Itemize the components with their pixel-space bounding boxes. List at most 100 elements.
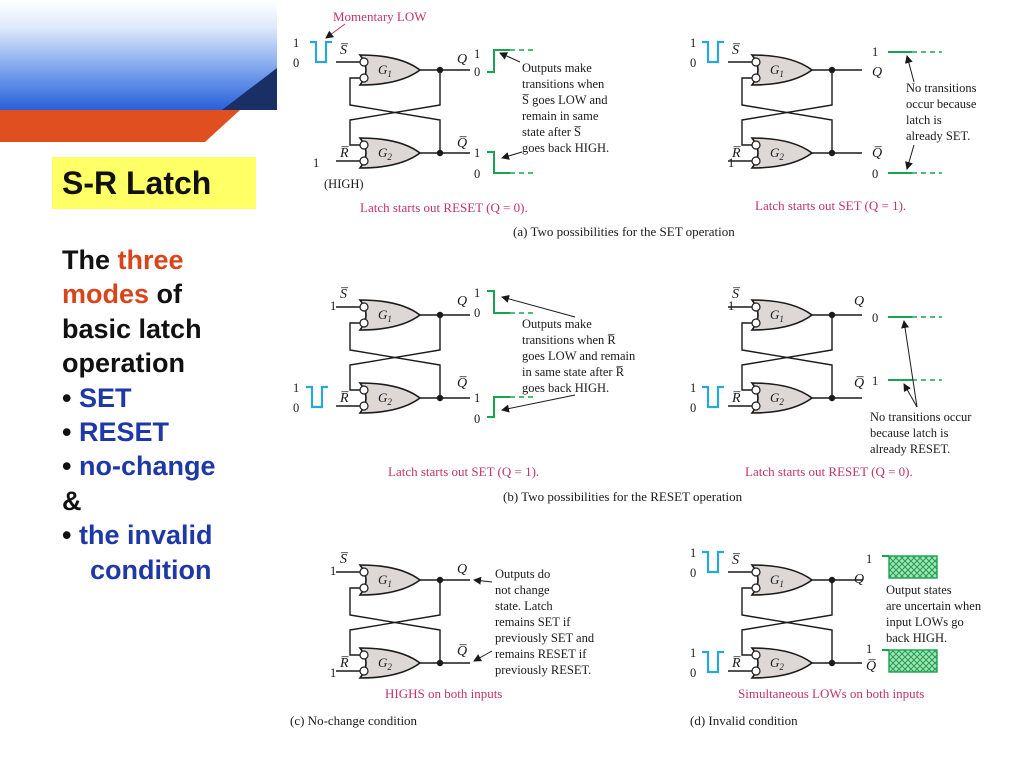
- svg-text:1: 1: [330, 666, 336, 680]
- svg-text:1: 1: [330, 299, 336, 313]
- caption-d: Simultaneous LOWs on both inputs: [738, 686, 924, 701]
- latch-a-right: 1 0 S̅ R̅ 1 G1 G2 Q Q̅ 1 0 No transition…: [690, 36, 980, 213]
- svg-text:1: 1: [872, 45, 878, 59]
- svg-text:1: 1: [690, 36, 696, 50]
- svg-text:0: 0: [690, 401, 696, 415]
- note-a-left: Outputs make transitions when S̅ goes LO…: [522, 61, 611, 155]
- title-d: (d) Invalid condition: [690, 713, 798, 728]
- note-c: Outputs do not change state. Latch remai…: [495, 567, 597, 677]
- svg-text:1: 1: [728, 156, 734, 170]
- svg-text:1: 1: [690, 546, 696, 560]
- level-0: 0: [474, 167, 480, 181]
- title-c: (c) No-change condition: [290, 713, 418, 728]
- svg-text:R̅: R̅: [731, 391, 741, 406]
- svg-text:0: 0: [690, 56, 696, 70]
- caption-a-right: Latch starts out SET (Q = 1).: [755, 198, 906, 213]
- svg-text:1: 1: [690, 646, 696, 660]
- level-1: 1: [474, 47, 480, 61]
- svg-text:1: 1: [474, 286, 480, 300]
- svg-text:1: 1: [872, 374, 878, 388]
- svg-text:Q: Q: [872, 65, 882, 80]
- momentary-low-label: Momentary LOW: [333, 9, 427, 24]
- caption-b-left: Latch starts out SET (Q = 1).: [388, 464, 539, 479]
- svg-text:R̅: R̅: [731, 656, 741, 671]
- uncertain-q: [888, 555, 938, 579]
- svg-text:G2: G2: [770, 145, 784, 162]
- mode-set: SET: [78, 382, 132, 413]
- svg-text:1: 1: [474, 391, 480, 405]
- level-0: 0: [474, 65, 480, 79]
- svg-text:0: 0: [690, 566, 696, 580]
- text-of: of: [149, 279, 183, 310]
- title-a: (a) Two possibilities for the SET operat…: [513, 224, 735, 239]
- svg-text:0: 0: [474, 412, 480, 426]
- latch-c: S̅ 1 R̅ 1 G1 G2 Q Q̅ Outputs do not chan…: [330, 552, 597, 701]
- mode-invalid-2: condition: [90, 554, 212, 585]
- svg-text:S̅: S̅: [732, 553, 741, 568]
- signal-r-bar: R̅: [339, 146, 349, 161]
- caption-a-left: Latch starts out RESET (Q = 0).: [360, 200, 528, 215]
- svg-text:R̅: R̅: [339, 391, 349, 406]
- note-d: Output states are uncertain when input L…: [886, 583, 984, 645]
- wave-q-a-left: [487, 49, 510, 73]
- mode-invalid-1: the invalid: [78, 520, 213, 551]
- high-label: (HIGH): [324, 177, 364, 191]
- bullet-4: •: [62, 520, 72, 551]
- ampersand: &: [62, 485, 82, 516]
- svg-text:0: 0: [872, 311, 878, 325]
- highlight-three: three: [117, 245, 184, 275]
- svg-text:0: 0: [690, 666, 696, 680]
- svg-text:1: 1: [866, 642, 872, 656]
- svg-text:Q̅: Q̅: [872, 146, 882, 161]
- title-b: (b) Two possibilities for the RESET oper…: [503, 489, 743, 504]
- momentary-arrow: [325, 23, 346, 39]
- svg-text:G2: G2: [770, 655, 784, 672]
- note-b-right: No transitions occur because latch is al…: [870, 410, 975, 456]
- level-1: 1: [474, 146, 480, 160]
- latch-b-left: S̅ 1 1 0 R̅ G1 G2 Q Q̅ 1 0 1 0 Outputs m…: [293, 286, 636, 479]
- latch-a-left: 1 0 S̅ R̅ 1 (HIGH) G1 G2 Q Q̅ 1 0 1 0: [293, 36, 611, 215]
- note-a-right: No transitions occur because latch is al…: [906, 81, 980, 143]
- svg-text:Q: Q: [854, 294, 864, 309]
- svg-text:G1: G1: [378, 307, 392, 324]
- svg-text:G1: G1: [770, 307, 784, 324]
- svg-text:G2: G2: [770, 390, 784, 407]
- svg-text:1: 1: [293, 381, 299, 395]
- latch-b-right: S̅ 1 1 0 R̅ G1 G2 Q Q̅ 0 1 No transition…: [690, 287, 975, 479]
- svg-text:S̅: S̅: [340, 287, 349, 302]
- gate-label-g1: G1: [378, 62, 392, 79]
- text-basic-latch: basic latch: [62, 313, 202, 344]
- mode-reset: RESET: [78, 417, 169, 448]
- svg-text:G1: G1: [378, 572, 392, 589]
- output-q: Q: [457, 52, 467, 67]
- signal-s-bar: S̅: [340, 43, 349, 58]
- svg-text:0: 0: [872, 167, 878, 181]
- caption-b-right: Latch starts out RESET (Q = 0).: [745, 464, 913, 479]
- title-box: S-R Latch: [52, 157, 256, 209]
- svg-text:1: 1: [690, 381, 696, 395]
- svg-text:S̅: S̅: [340, 552, 349, 567]
- pulse-s-a-left: [310, 40, 332, 64]
- decorative-banner: [0, 0, 277, 142]
- svg-text:Q: Q: [854, 572, 864, 587]
- svg-text:G2: G2: [378, 655, 392, 672]
- page-title: S-R Latch: [62, 165, 212, 201]
- svg-text:S̅: S̅: [732, 287, 741, 302]
- bullet-3: •: [62, 451, 72, 482]
- svg-text:0: 0: [474, 306, 480, 320]
- svg-text:G2: G2: [378, 390, 392, 407]
- svg-text:0: 0: [293, 401, 299, 415]
- caption-c: HIGHS on both inputs: [385, 686, 502, 701]
- mode-no-change: no-change: [78, 451, 216, 482]
- svg-text:Q: Q: [457, 562, 467, 577]
- gate-g2: [358, 137, 422, 169]
- body-text: The three modes of basic latch operation…: [62, 243, 277, 587]
- svg-text:G1: G1: [770, 62, 784, 79]
- level-1: 1: [313, 156, 319, 170]
- svg-text:R̅: R̅: [339, 656, 349, 671]
- svg-text:Q̅: Q̅: [457, 644, 467, 659]
- bullet-2: •: [62, 417, 72, 448]
- svg-text:G1: G1: [770, 572, 784, 589]
- svg-text:Q̅: Q̅: [457, 376, 467, 391]
